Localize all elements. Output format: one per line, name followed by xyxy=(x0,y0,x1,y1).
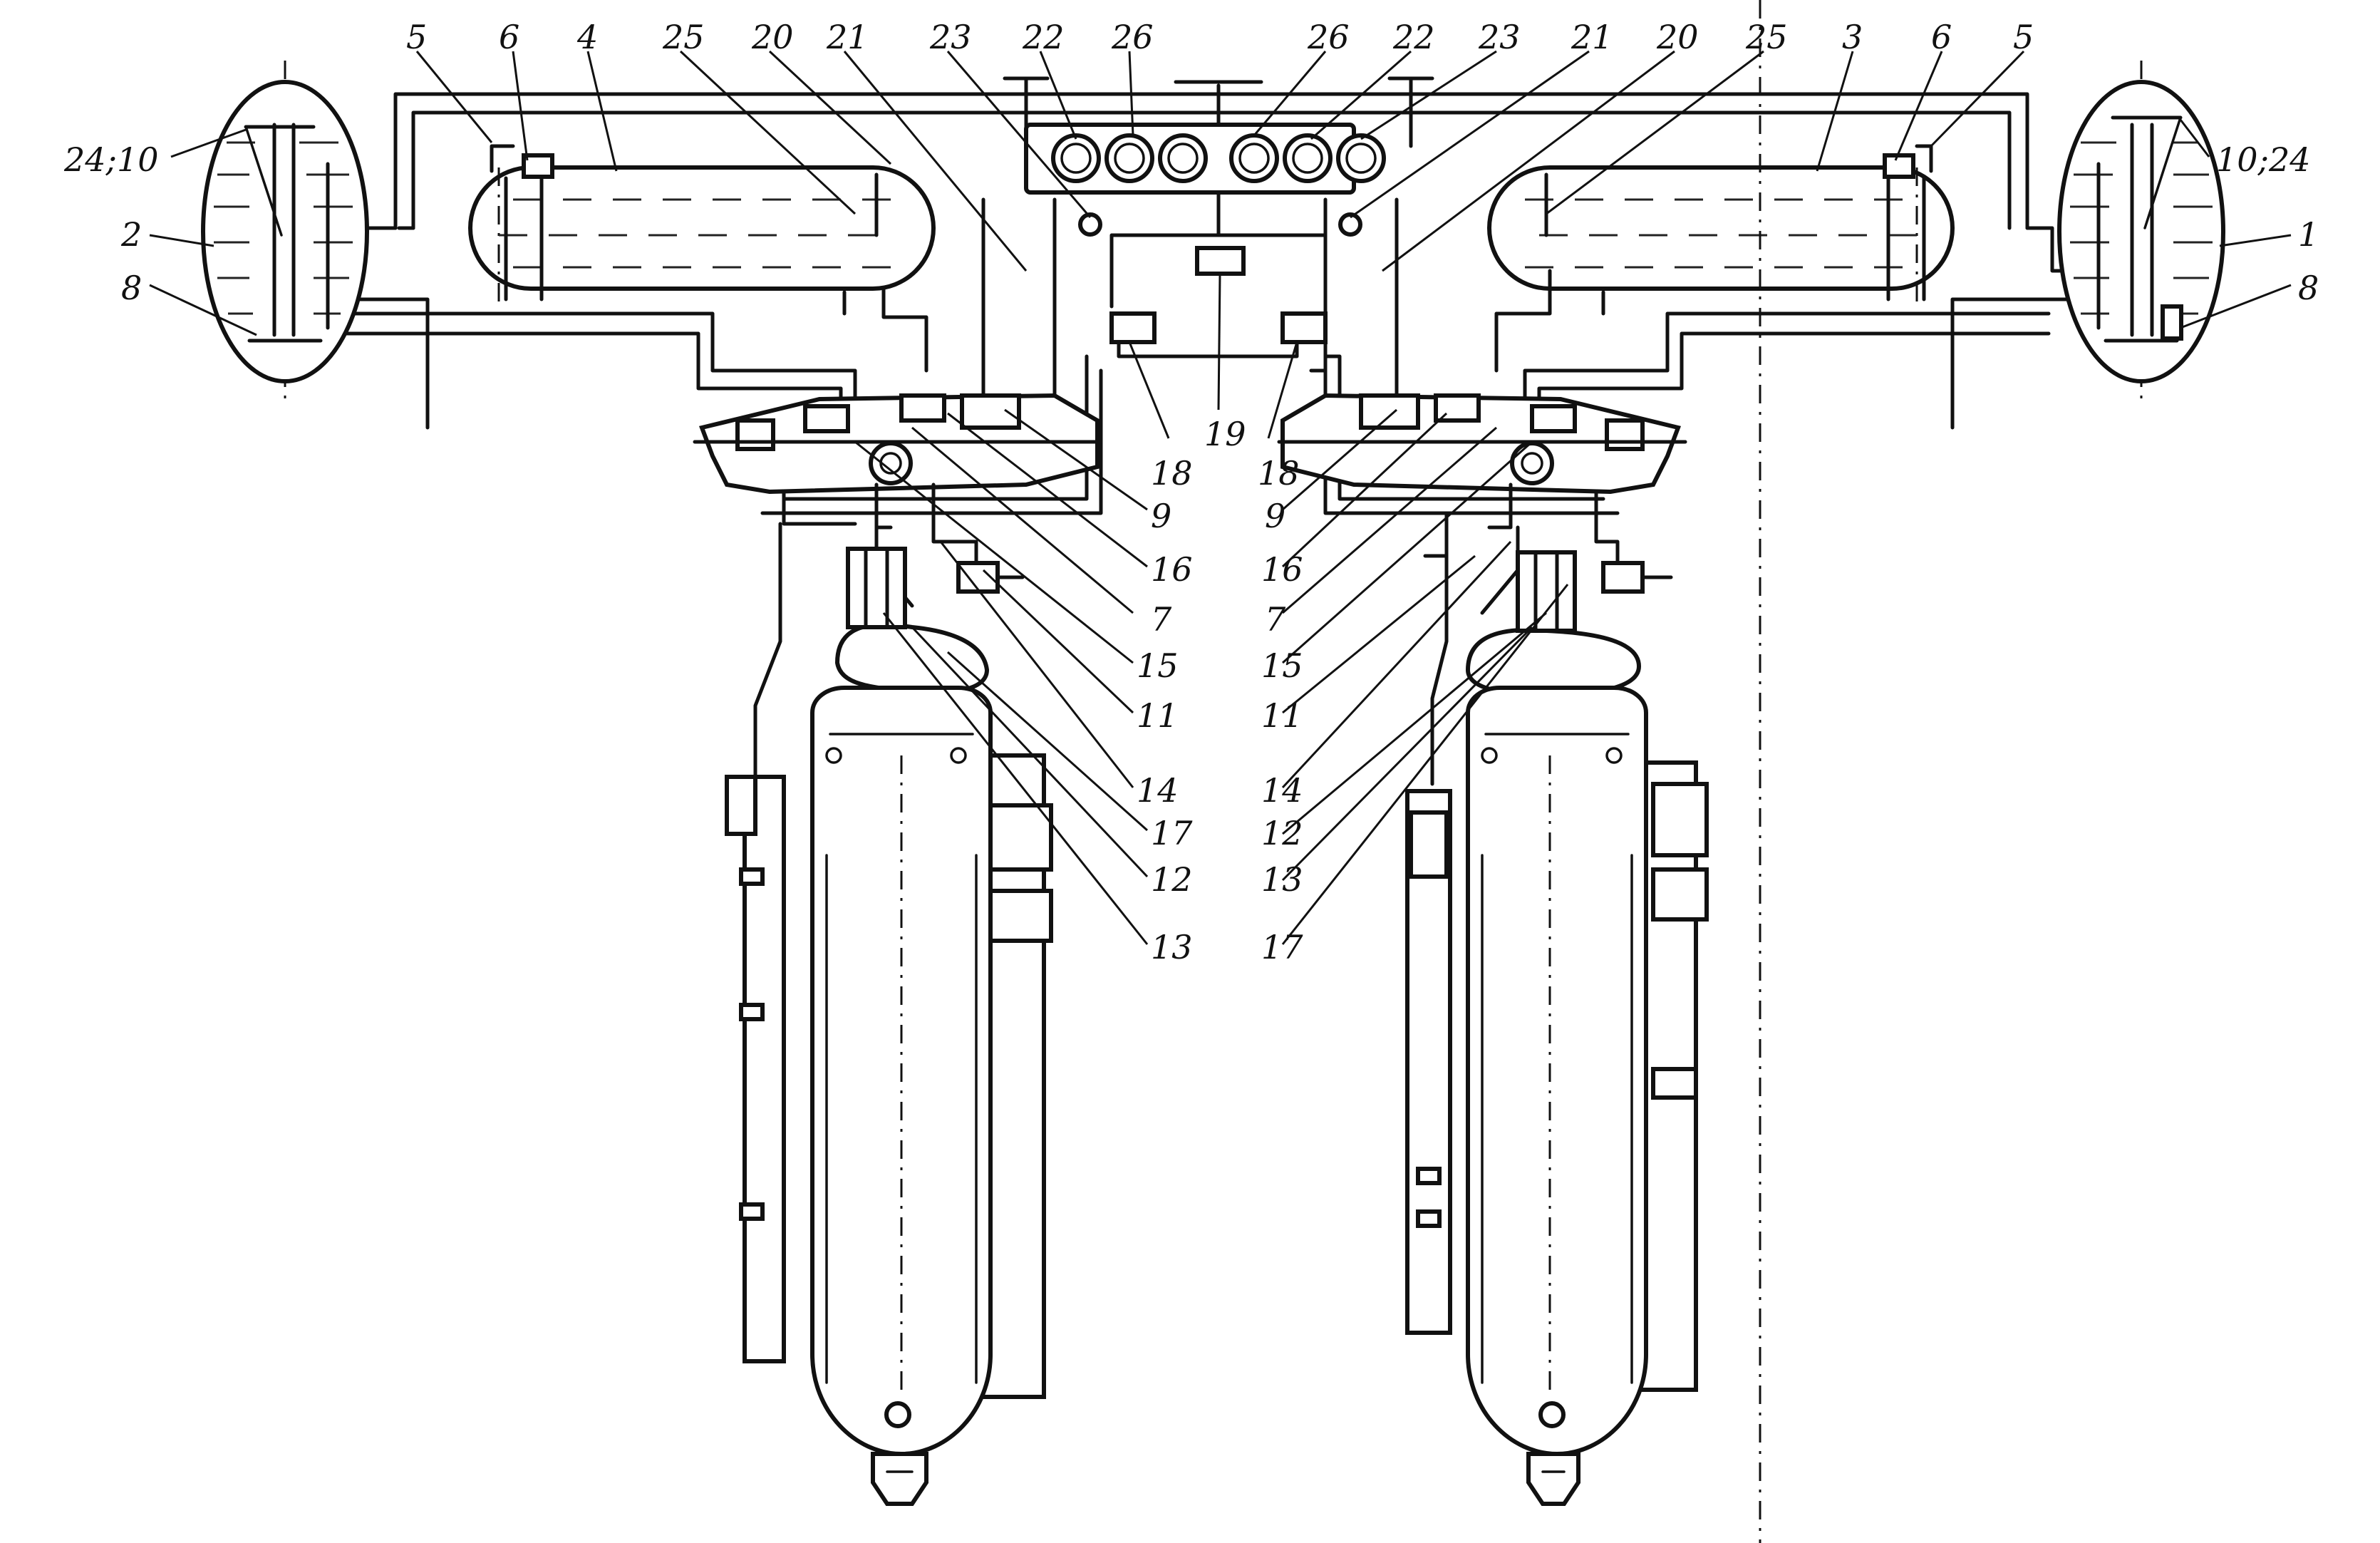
instrument-panel xyxy=(1024,123,1386,344)
label-7-right: 7 xyxy=(1265,600,1286,639)
label-25-top-left: 25 xyxy=(662,18,705,56)
label-24-10: 24;10 xyxy=(63,140,159,179)
label-6-top-left: 6 xyxy=(499,18,519,56)
label-23-top-left: 23 xyxy=(929,18,972,56)
label-12-left: 12 xyxy=(1151,860,1193,899)
manifold-right xyxy=(1277,393,1687,594)
valve-11-right xyxy=(1601,561,1645,594)
outer-tank-left xyxy=(201,61,369,403)
label-26-top-right: 26 xyxy=(1307,18,1350,56)
filler-cap-6-left xyxy=(522,153,554,179)
oil-tank-4 xyxy=(468,144,936,373)
valve-21-right xyxy=(1338,212,1362,237)
label-16-right: 16 xyxy=(1261,550,1303,589)
label-5-top-left: 5 xyxy=(406,18,427,56)
engine-right xyxy=(1405,525,1709,1506)
gauge-26-right xyxy=(1229,133,1279,183)
label-13-right: 13 xyxy=(1261,860,1303,899)
label-19: 19 xyxy=(1204,415,1246,453)
label-15-right: 15 xyxy=(1261,646,1303,685)
label-20-top-right: 20 xyxy=(1656,18,1699,56)
part-labels: 5 6 4 25 20 21 23 22 26 26 22 23 21 20 2… xyxy=(63,18,2319,966)
label-20-top-left: 20 xyxy=(751,18,794,56)
label-16-left: 16 xyxy=(1151,550,1193,589)
label-9-left: 9 xyxy=(1151,497,1171,535)
label-13-left: 13 xyxy=(1151,928,1193,966)
label-22-top-left: 22 xyxy=(1022,18,1065,56)
label-10-24: 10;24 xyxy=(2216,140,2311,179)
label-15-left: 15 xyxy=(1137,646,1179,685)
label-21-top-right: 21 xyxy=(1571,18,1613,56)
label-5-top-right: 5 xyxy=(2013,18,2034,56)
gauge-23-right xyxy=(1336,133,1386,183)
gauge-23-left xyxy=(1104,133,1154,183)
housing-18-left xyxy=(1109,311,1157,344)
label-22-top-right: 22 xyxy=(1392,18,1435,56)
label-18-left: 18 xyxy=(1151,454,1193,492)
label-11-right: 11 xyxy=(1261,696,1303,735)
label-21-top-left: 21 xyxy=(826,18,869,56)
gauge-22-right xyxy=(1283,133,1333,183)
label-9-right: 9 xyxy=(1265,497,1285,535)
label-8-right: 8 xyxy=(2298,269,2319,307)
label-11-left: 11 xyxy=(1137,696,1179,735)
label-14-right: 14 xyxy=(1261,771,1303,810)
label-3: 3 xyxy=(1842,18,1863,56)
label-12-right: 12 xyxy=(1261,814,1303,852)
leader-lines xyxy=(149,50,2292,945)
label-26-top-left: 26 xyxy=(1111,18,1154,56)
label-23-top-right: 23 xyxy=(1478,18,1521,56)
label-18-right: 18 xyxy=(1258,454,1300,492)
valve-21-left xyxy=(1078,212,1102,237)
label-4: 4 xyxy=(576,18,598,56)
filler-cap-6-right xyxy=(1883,153,1915,179)
label-1: 1 xyxy=(2298,215,2319,254)
manifold-left xyxy=(693,393,1103,594)
gauge-22-left xyxy=(1051,133,1101,183)
label-6-top-right: 6 xyxy=(1931,18,1952,56)
label-17-right: 17 xyxy=(1261,928,1303,966)
gauge-26-left xyxy=(1158,133,1208,183)
label-8-left: 8 xyxy=(121,269,142,307)
sensor-box-19 xyxy=(1195,246,1246,276)
label-2: 2 xyxy=(120,215,142,254)
label-7-left: 7 xyxy=(1151,600,1172,639)
label-17-left: 17 xyxy=(1151,814,1193,852)
engine-left xyxy=(725,522,1053,1506)
housing-18-right xyxy=(1280,311,1328,344)
outer-tank-right xyxy=(2057,61,2225,403)
label-25-top-right: 25 xyxy=(1745,18,1788,56)
oil-tank-3 xyxy=(1487,144,1955,373)
label-14-left: 14 xyxy=(1137,771,1179,810)
